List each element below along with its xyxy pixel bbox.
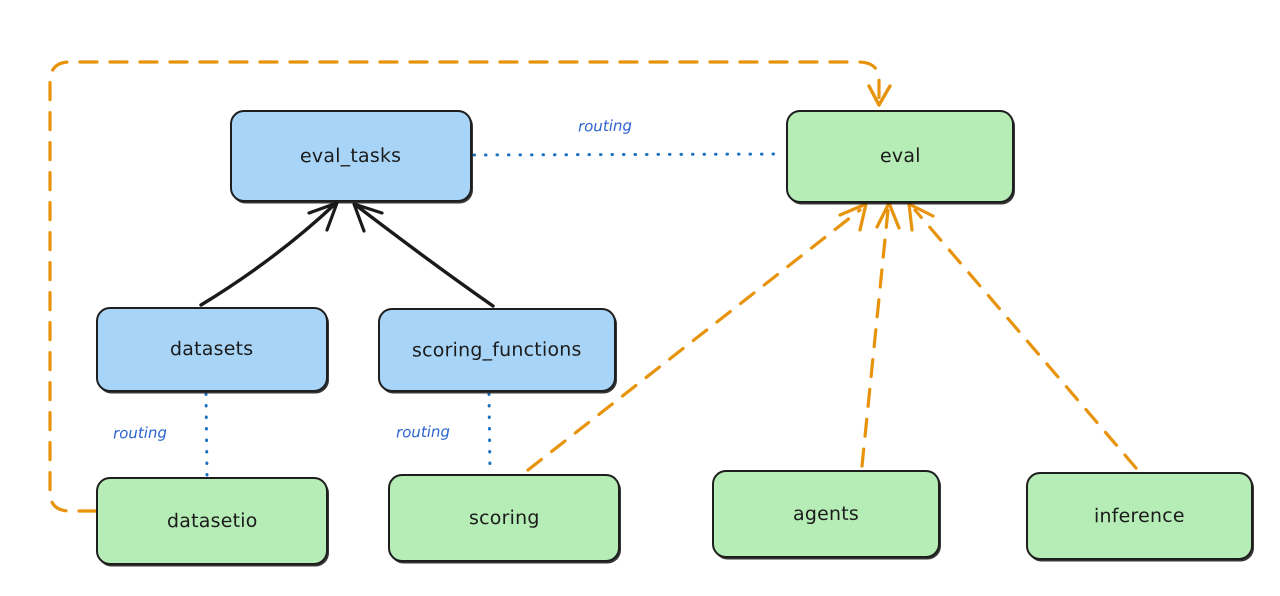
edge-scoring_functions-to-eval_tasks [352,202,495,308]
edge-label-routing-scoring-functions-scoring: routing [395,422,451,442]
edge-inference-to-eval [907,202,1138,470]
node-datasetio[interactable]: datasetio [96,477,328,565]
node-label: agents [792,502,860,525]
node-label: eval [879,144,921,168]
edge-datasets-to-datasetio [204,392,209,477]
edge-scoring_functions-to-scoring [487,392,492,475]
edge-label-routing-datasets-datasetio: routing [112,423,168,443]
node-label: eval_tasks [300,144,402,167]
node-eval[interactable]: eval [786,110,1014,203]
edge-eval_tasks-to-eval [472,152,786,157]
node-label: scoring_functions [412,338,582,361]
node-scoring[interactable]: scoring [388,474,620,562]
node-inference[interactable]: inference [1026,472,1253,560]
node-label: inference [1094,504,1185,527]
node-label: datasets [170,337,254,361]
node-scoring-functions[interactable]: scoring_functions [378,308,616,392]
node-label: datasetio [166,509,258,532]
edge-datasets-to-eval_tasks [199,201,339,307]
node-datasets[interactable]: datasets [96,307,328,392]
node-label: scoring [468,506,540,529]
node-agents[interactable]: agents [712,470,940,558]
edge-agents-to-eval [860,201,901,468]
node-eval-tasks[interactable]: eval_tasks [230,110,472,202]
edge-label-routing-eval-tasks-eval: routing [577,116,633,136]
